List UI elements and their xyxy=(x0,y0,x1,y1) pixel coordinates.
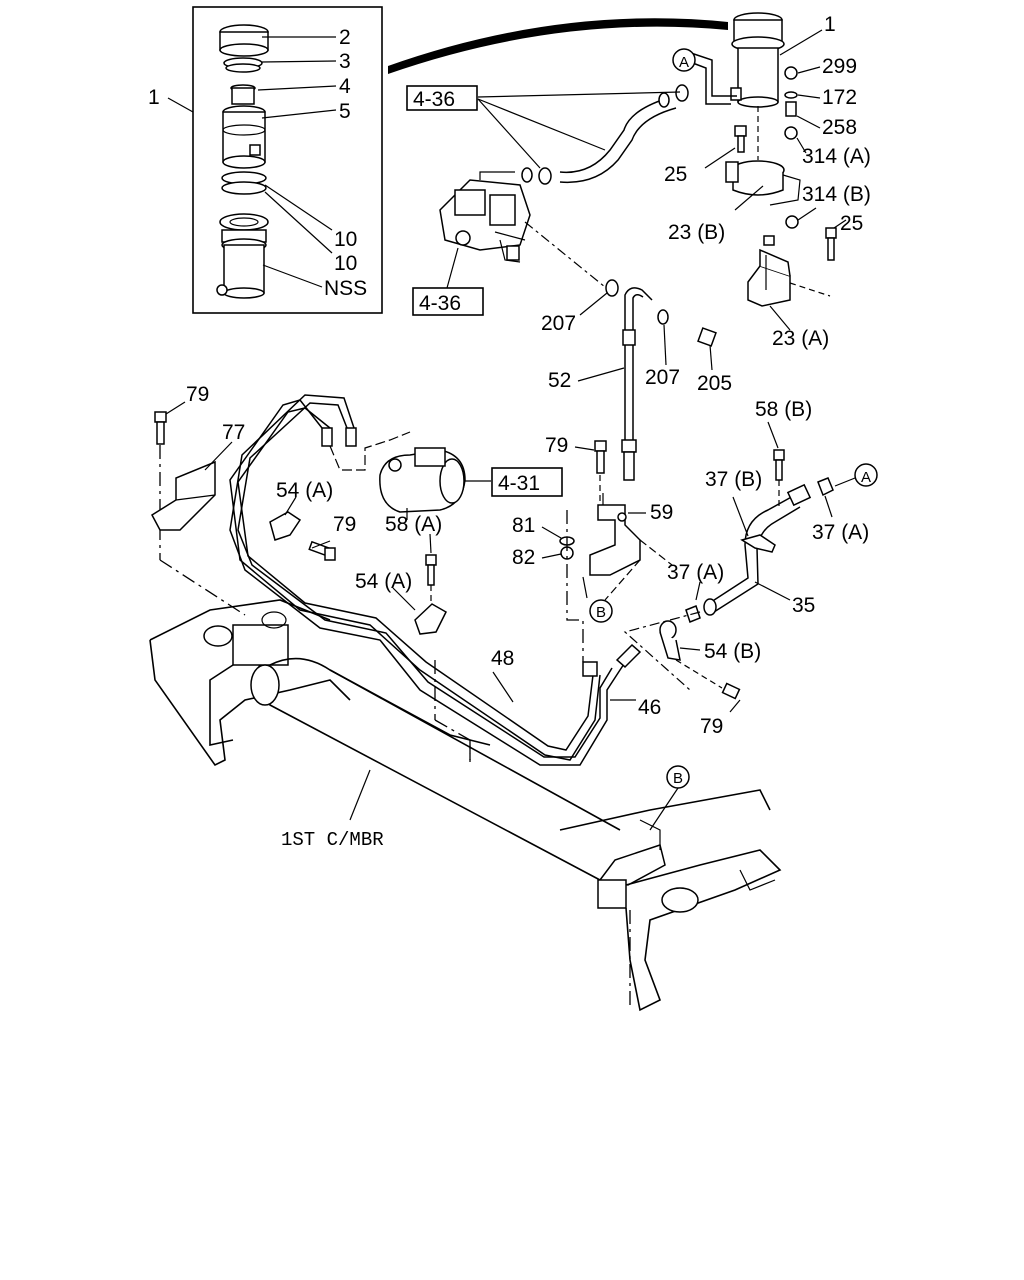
label-299: 299 xyxy=(822,55,857,78)
hose-arc xyxy=(388,18,728,74)
steering-gear xyxy=(379,447,466,520)
label-35: 35 xyxy=(792,594,815,617)
label-37b: 37 (B) xyxy=(705,468,762,491)
label-79-bracket: 79 xyxy=(545,434,568,457)
label-37a-right: 37 (A) xyxy=(812,521,869,544)
ref-4-31-text: 4-31 xyxy=(498,472,540,495)
label-10-upper: 10 xyxy=(334,228,357,251)
label-205: 205 xyxy=(697,372,732,395)
marker-a-right: A xyxy=(854,463,878,487)
label-10-lower: 10 xyxy=(334,252,357,275)
label-77: 77 xyxy=(222,421,245,444)
label-37a-left: 37 (A) xyxy=(667,561,724,584)
ref-box-4-31: 4-31 xyxy=(491,467,563,497)
marker-b-low-text: B xyxy=(673,770,683,787)
label-1-reservoir: 1 xyxy=(824,13,836,36)
marker-b-mid: B xyxy=(589,599,613,623)
ref-box-4-36-bottom: 4-36 xyxy=(412,287,484,316)
label-23a: 23 (A) xyxy=(772,327,829,350)
label-258: 258 xyxy=(822,116,857,139)
label-48: 48 xyxy=(491,647,514,670)
pressure-hose-52 xyxy=(605,279,717,481)
marker-a-right-text: A xyxy=(861,469,871,486)
label-81: 81 xyxy=(512,514,535,537)
label-nss: NSS xyxy=(324,277,367,300)
label-59: 59 xyxy=(650,501,673,524)
label-79-right: 79 xyxy=(700,715,723,738)
label-2: 2 xyxy=(339,26,351,49)
label-23b: 23 (B) xyxy=(668,221,725,244)
label-207-right: 207 xyxy=(645,366,680,389)
reservoir-assembly xyxy=(704,12,847,331)
label-1-inset: 1 xyxy=(148,86,160,109)
bracket-59 xyxy=(559,440,673,662)
label-46: 46 xyxy=(638,696,661,719)
clamp-54a xyxy=(269,496,447,635)
clamp-54b xyxy=(659,620,741,713)
inset-labels: 1 2 3 4 5 10 10 NSS xyxy=(148,26,367,300)
label-54b: 54 (B) xyxy=(704,640,761,663)
pipe-bundle xyxy=(229,394,642,766)
marker-b-mid-text: B xyxy=(596,604,606,621)
label-79-left: 79 xyxy=(186,383,209,406)
label-58b: 58 (B) xyxy=(755,398,812,421)
pump-assembly xyxy=(439,171,606,288)
label-207-left: 207 xyxy=(541,312,576,335)
label-1st-cross-member: 1ST C/MBR xyxy=(281,829,384,851)
frame-cross-member xyxy=(149,599,782,1012)
reservoir-inset xyxy=(167,6,383,314)
label-5: 5 xyxy=(339,100,351,123)
label-54a-mid: 54 (A) xyxy=(355,570,412,593)
ref-box-4-36-top: 4-36 xyxy=(406,85,478,111)
marker-b-low: B xyxy=(666,765,690,789)
return-hose-35 xyxy=(623,449,856,691)
label-172: 172 xyxy=(822,86,857,109)
label-58a: 58 (A) xyxy=(385,513,442,536)
label-52: 52 xyxy=(548,369,571,392)
marker-a-top: A xyxy=(672,48,696,72)
label-314b: 314 (B) xyxy=(802,183,871,206)
ref-4-36-bottom-text: 4-36 xyxy=(419,292,461,315)
ref-4-36-top-text: 4-36 xyxy=(413,88,455,111)
label-3: 3 xyxy=(339,50,351,73)
label-25-upper: 25 xyxy=(664,163,687,186)
bracket-77 xyxy=(151,411,246,616)
label-4: 4 xyxy=(339,75,351,98)
label-314a: 314 (A) xyxy=(802,145,871,168)
label-25-lower: 25 xyxy=(840,212,863,235)
marker-a-top-text: A xyxy=(679,54,689,71)
label-82: 82 xyxy=(512,546,535,569)
callout-labels: 1 299 172 258 25 314 (A) 314 (B) 23 (B) … xyxy=(165,13,871,851)
label-54a-left: 54 (A) xyxy=(276,479,333,502)
label-79-center: 79 xyxy=(333,513,356,536)
